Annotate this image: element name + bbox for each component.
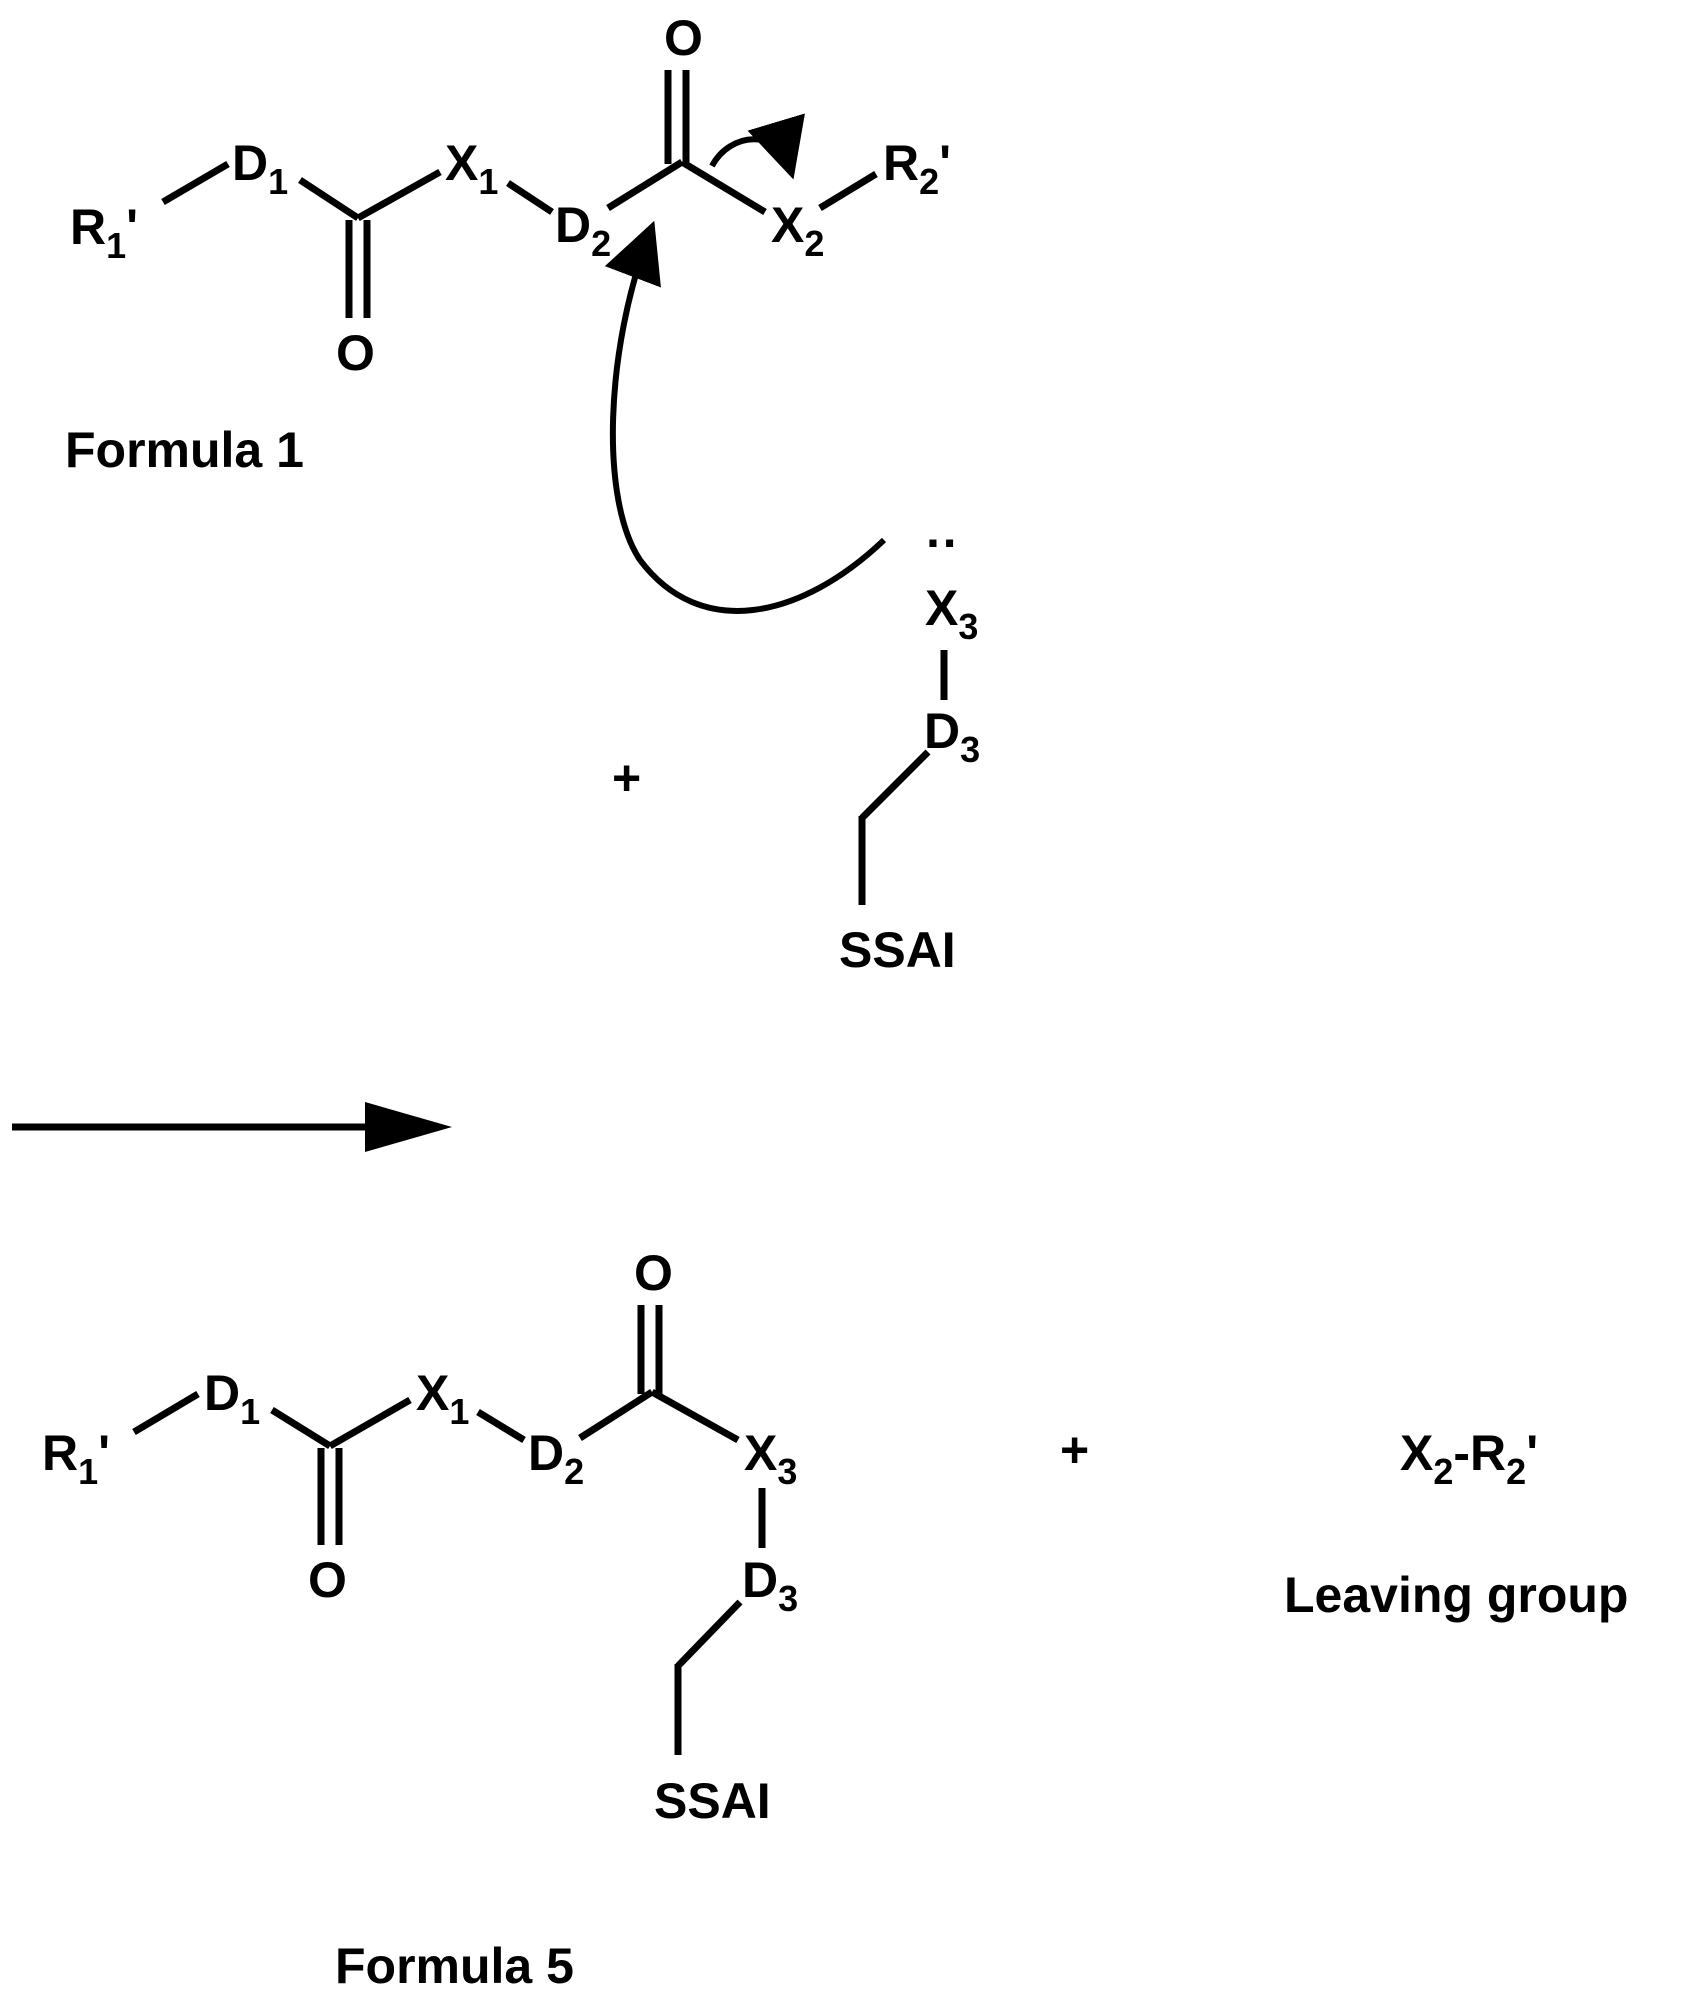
reactant-r2-label: R2' xyxy=(883,135,951,202)
nucleophile-x3-label: X3 xyxy=(925,580,978,647)
product-o-top-label: O xyxy=(634,1245,673,1301)
product-ssai-label: SSAI xyxy=(654,1773,771,1829)
nucleophile-d3-label: D3 xyxy=(924,703,980,770)
bond-d2-c2 xyxy=(608,162,682,208)
nucleophile-ssai-label: SSAI xyxy=(839,922,956,978)
bond-r1-d1 xyxy=(163,164,228,202)
reactant-r1-label: R1' xyxy=(70,199,138,266)
product-bond-r1-d1 xyxy=(134,1394,198,1432)
product-bond-c1-x1 xyxy=(330,1400,410,1446)
reactant-d2-label: D2 xyxy=(555,197,611,264)
nucleophilic-attack-arrow xyxy=(613,232,884,611)
product-bond-c2-x3 xyxy=(652,1392,738,1440)
product-x3-label: X3 xyxy=(744,1425,797,1492)
bond-x2-r2 xyxy=(820,174,876,208)
product-bond-d3-ch2 xyxy=(678,1602,740,1666)
bond-c1-x1 xyxy=(358,172,440,218)
formula-1-caption: Formula 1 xyxy=(65,422,304,478)
bond-d3-ch2 xyxy=(862,752,928,818)
product-o-bottom-label: O xyxy=(308,1552,347,1608)
leaving-group-formula: X2-R2' xyxy=(1400,1425,1538,1492)
reactant-x2-label: X2 xyxy=(771,197,824,264)
lone-pair-dots: ·· xyxy=(926,515,959,571)
product-bond-d1-c1 xyxy=(272,1410,330,1446)
plus-sign-bottom: + xyxy=(1060,1422,1089,1478)
bond-x1-d2 xyxy=(508,183,552,212)
product-bond-d2-c2 xyxy=(580,1392,652,1438)
product-d1-label: D1 xyxy=(204,1365,260,1432)
reactant-o-bottom-label: O xyxy=(336,325,375,381)
bond-d1-c1 xyxy=(300,180,358,218)
reactant-x1-label: X1 xyxy=(445,135,498,202)
product-x1-label: X1 xyxy=(416,1365,469,1432)
formula-5-structure: R1' D1 X1 D2 X3 O O D3 SSAI xyxy=(42,1245,798,1829)
product-r1-label: R1' xyxy=(42,1425,110,1492)
plus-sign-top: + xyxy=(612,750,641,806)
bond-c2-x2 xyxy=(682,162,765,212)
formula-5-caption: Formula 5 xyxy=(335,1938,574,1994)
leaving-group-caption: Leaving group xyxy=(1284,1567,1628,1623)
reactant-d1-label: D1 xyxy=(232,135,288,202)
product-bond-x1-d2 xyxy=(478,1412,524,1440)
reaction-arrow-head xyxy=(365,1102,452,1152)
nucleophile-structure: ·· X3 D3 SSAI xyxy=(839,515,980,978)
product-d2-label: D2 xyxy=(528,1425,584,1492)
formula-1-structure: R1' D1 X1 D2 X2 R2' O O xyxy=(70,10,951,381)
reactant-o-top-label: O xyxy=(664,10,703,66)
product-d3-label: D3 xyxy=(742,1552,798,1619)
bond-cleavage-arrow xyxy=(712,139,790,168)
